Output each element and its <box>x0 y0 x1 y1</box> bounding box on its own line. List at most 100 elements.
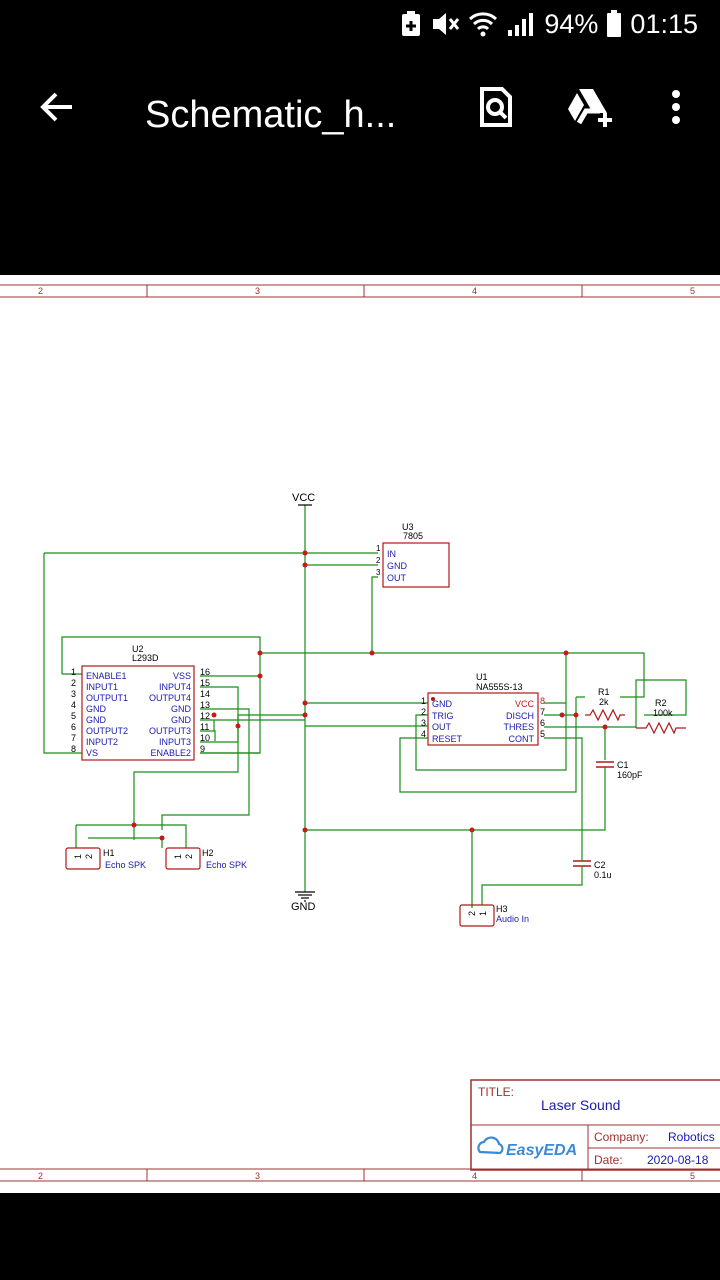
add-to-drive-button[interactable] <box>566 82 616 132</box>
bottom-area <box>0 1193 720 1280</box>
u2-ref: U2 <box>132 644 144 654</box>
r1-value: 2k <box>599 697 609 707</box>
h2-pin: 2 <box>184 854 194 859</box>
u1-pin-num: 3 <box>421 718 426 728</box>
title-block: TITLE: Laser Sound EasyEDA Company: Robo… <box>470 1079 720 1171</box>
schematic-view[interactable]: 2 3 4 5 2 3 4 5 <box>0 275 720 1193</box>
clock: 01:15 <box>630 8 698 39</box>
u1-value: NA555S-13 <box>476 682 523 692</box>
r1-resistor: R1 2k <box>585 687 625 722</box>
u2-pin-num: 6 <box>71 722 76 732</box>
sheet-border <box>0 284 720 1182</box>
zone-label: 3 <box>255 286 260 296</box>
gnd-label: GND <box>291 901 316 913</box>
u3-pin-num: 2 <box>376 556 381 565</box>
zone-label: 2 <box>38 286 43 296</box>
search-document-button[interactable] <box>471 82 521 132</box>
h2-header: 1 2 H2 Echo SPK <box>165 847 247 870</box>
c1-capacitor: C1 160pF <box>596 760 643 780</box>
company-label: Company: <box>594 1130 649 1144</box>
h1-ref: H1 <box>103 848 115 858</box>
zone-label: 2 <box>38 1171 43 1181</box>
u2-pin-num: 9 <box>200 744 205 754</box>
r2-ref: R2 <box>655 698 667 708</box>
h2-value: Echo SPK <box>206 860 247 870</box>
zone-label: 4 <box>472 286 477 296</box>
h3-value: Audio In <box>496 914 529 924</box>
c1-value: 160pF <box>617 770 643 780</box>
u1-pin-num: 6 <box>540 718 545 728</box>
u2-pin-num: 12 <box>200 711 210 721</box>
u3-pin-label: OUT <box>387 573 407 583</box>
c2-ref: C2 <box>594 860 606 870</box>
c2-value: 0.1u <box>594 870 612 880</box>
document-title: Schematic_h... <box>145 94 397 136</box>
battery-percent: 94% <box>544 8 599 39</box>
gnd-symbol <box>295 891 315 902</box>
u2-pin-label: ENABLE1 <box>86 671 127 681</box>
zone-label: 4 <box>472 1171 477 1181</box>
sheet-title: Laser Sound <box>541 1097 620 1113</box>
u1-pin-num: 5 <box>540 729 545 739</box>
wifi-icon <box>469 12 498 37</box>
zone-label: 3 <box>255 1171 260 1181</box>
u1-timer: U1 NA555S-13 GND TRIG OUT RESET VCC DISC… <box>421 672 545 746</box>
notification-icon <box>402 11 421 36</box>
u1-pin-label: RESET <box>432 734 463 744</box>
u2-pin-label: GND <box>86 704 107 714</box>
u2-pin-label: INPUT3 <box>159 737 191 747</box>
u2-value: L293D <box>132 653 159 663</box>
u1-pin-num: 4 <box>421 729 426 739</box>
u2-pin-label: OUTPUT4 <box>149 693 191 703</box>
u2-pin-num: 10 <box>200 733 210 743</box>
date-label: Date: <box>594 1153 623 1167</box>
u2-pin-label: GND <box>171 704 192 714</box>
back-button[interactable] <box>32 82 82 132</box>
u2-pin-num: 7 <box>71 733 76 743</box>
u2-driver: U2 L293D ENABLE1 INPUT1 OUTPUT1 GND GND … <box>71 644 210 761</box>
u3-pin-num: 1 <box>376 544 381 553</box>
u2-pin-label: INPUT4 <box>159 682 191 692</box>
c1-ref: C1 <box>617 760 629 770</box>
u2-pin-num: 15 <box>200 678 210 688</box>
u1-pin-label: VCC <box>515 699 535 709</box>
u2-pin-num: 13 <box>200 700 210 710</box>
u1-pin-label: OUT <box>432 722 452 732</box>
u2-pin-num: 1 <box>71 667 76 677</box>
u2-pin-label: OUTPUT2 <box>86 726 128 736</box>
r2-value: 100k <box>653 708 673 718</box>
status-icons: 94% 01:15 <box>400 6 698 42</box>
battery-icon <box>607 10 622 37</box>
more-options-button[interactable] <box>651 82 701 132</box>
h3-header: 2 1 H3 Audio In <box>459 904 529 927</box>
u1-pin-label: GND <box>432 699 453 709</box>
u1-pin-label: CONT <box>509 734 535 744</box>
u1-pin-num: 1 <box>421 696 426 706</box>
h1-header: 1 2 H1 Echo SPK <box>65 847 146 870</box>
u1-pin-num: 7 <box>540 707 545 717</box>
more-vert-icon <box>672 90 680 124</box>
search-document-icon <box>480 87 512 127</box>
sheet-date: 2020-08-18 <box>647 1153 709 1167</box>
easyeda-logo: EasyEDA <box>506 1142 577 1159</box>
u2-pin-label: ENABLE2 <box>150 748 191 758</box>
u2-pin-num: 4 <box>71 700 76 710</box>
u3-pin-label: GND <box>387 561 408 571</box>
wires <box>43 505 687 908</box>
u2-pin-label: OUTPUT3 <box>149 726 191 736</box>
signal-icon <box>508 13 534 36</box>
u2-pin-num: 8 <box>71 744 76 754</box>
zone-label: 5 <box>690 1171 695 1181</box>
h2-ref: H2 <box>202 848 214 858</box>
u3-value: 7805 <box>403 531 423 541</box>
schematic-diagram: 2 3 4 5 2 3 4 5 <box>0 284 720 1182</box>
u2-pin-label: GND <box>171 715 192 725</box>
drive-add-icon <box>568 89 612 127</box>
back-arrow-icon <box>40 92 72 122</box>
easyeda-logo-icon <box>477 1136 504 1155</box>
h3-pin: 1 <box>478 911 488 916</box>
u2-pin-num: 16 <box>200 667 210 677</box>
u2-pin-num: 14 <box>200 689 210 699</box>
h1-pin: 1 <box>73 854 83 859</box>
u3-ref: U3 <box>402 522 414 532</box>
